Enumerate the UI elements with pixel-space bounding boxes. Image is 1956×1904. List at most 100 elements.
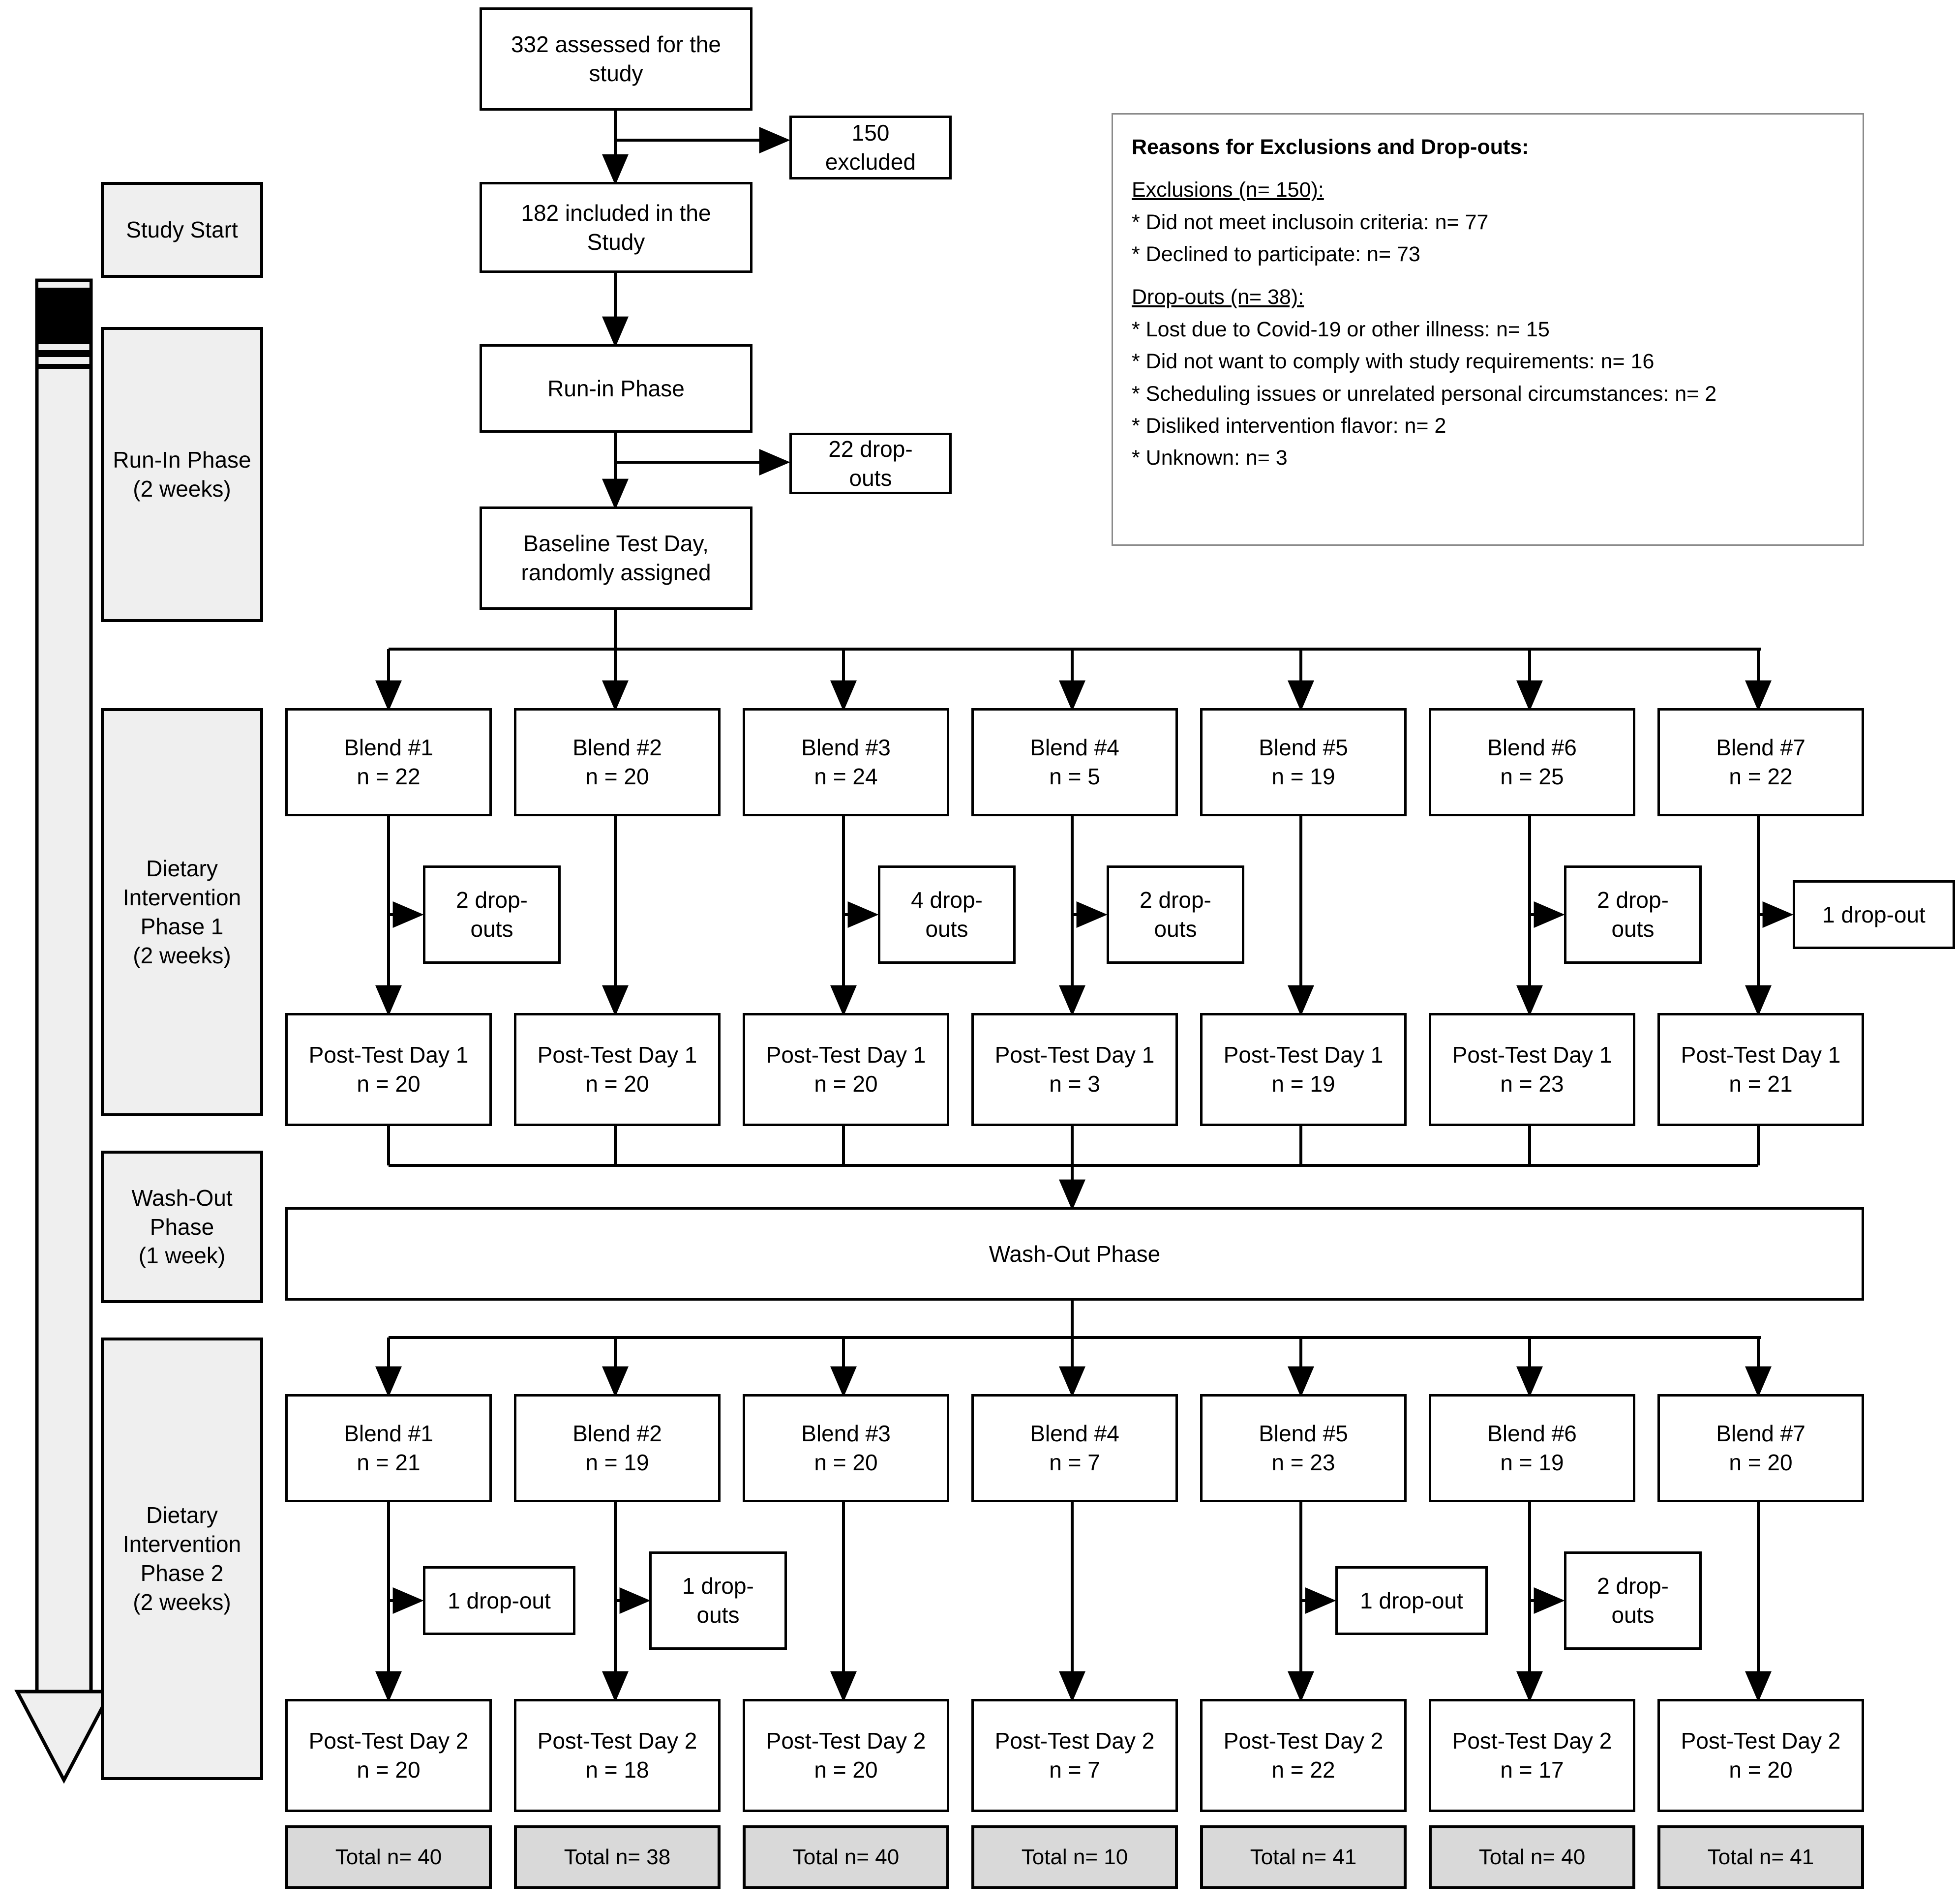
- phase-label-line2: (2 weeks): [133, 476, 231, 502]
- blend-box-p2-5: Blend #5 n = 23: [1200, 1394, 1407, 1502]
- posttest-box-p2-7: Post-Test Day 2 n = 20: [1657, 1699, 1864, 1812]
- node-excluded: 150 excluded: [789, 116, 952, 179]
- blend-n: n = 20: [814, 1450, 878, 1475]
- blend-box-p1-3: Blend #3 n = 24: [743, 708, 949, 816]
- blend-box-p2-4: Blend #4 n = 7: [971, 1394, 1178, 1502]
- phase-label-study-start: Study Start: [101, 182, 263, 278]
- phase-label-line1: Dietary: [146, 1502, 218, 1528]
- node-line1: Run-in Phase: [547, 375, 685, 401]
- posttest-n: n = 21: [1729, 1071, 1793, 1097]
- posttest-n: n = 20: [357, 1757, 421, 1783]
- posttest-name: Post-Test Day 2: [537, 1728, 697, 1754]
- blend-box-p1-1: Blend #1 n = 22: [285, 708, 492, 816]
- posttest-box-p1-1: Post-Test Day 1 n = 20: [285, 1013, 492, 1126]
- blend-name: Blend #5: [1259, 735, 1348, 761]
- dropout-box-p2-5: 1 drop-out: [1335, 1566, 1488, 1635]
- legend-exclusion-item: * Did not meet inclusoin criteria: n= 77: [1132, 210, 1489, 234]
- legend-exclusion-item: * Declined to participate: n= 73: [1132, 242, 1420, 267]
- blend-box-p1-2: Blend #2 n = 20: [514, 708, 721, 816]
- blend-name: Blend #1: [344, 735, 433, 761]
- posttest-n: n = 23: [1500, 1071, 1564, 1097]
- legend-dropout-item: * Scheduling issues or unrelated persona…: [1132, 382, 1717, 406]
- dropout-line1: 2 drop-: [1597, 1573, 1669, 1599]
- phase-label-line1: Wash-Out: [131, 1185, 233, 1211]
- blend-box-p2-1: Blend #1 n = 21: [285, 1394, 492, 1502]
- total-box-2: Total n= 38: [514, 1825, 721, 1889]
- phase-label-line2: Intervention: [122, 885, 241, 911]
- dropout-box-p1-7: 1 drop-out: [1793, 880, 1955, 949]
- blend-name: Blend #6: [1487, 735, 1577, 761]
- legend-exclusions-header: Exclusions (n= 150):: [1132, 178, 1324, 202]
- dropout-box-p2-2: 1 drop- outs: [649, 1551, 787, 1650]
- blend-n: n = 22: [357, 764, 421, 789]
- blend-name: Blend #4: [1030, 735, 1119, 761]
- posttest-n: n = 19: [1271, 1071, 1335, 1097]
- blend-name: Blend #6: [1487, 1421, 1577, 1447]
- dropout-line2: outs: [1611, 916, 1655, 942]
- blend-name: Blend #7: [1716, 1421, 1806, 1447]
- blend-name: Blend #2: [572, 735, 662, 761]
- dropout-line2: outs: [696, 1602, 740, 1628]
- dropout-box-p1-3: 4 drop- outs: [878, 865, 1016, 964]
- total-box-4: Total n= 10: [971, 1825, 1178, 1889]
- total-label: Total n= 38: [564, 1844, 671, 1869]
- node-line2: study: [589, 60, 643, 86]
- posttest-name: Post-Test Day 2: [766, 1728, 926, 1754]
- phase-label-line2: Intervention: [122, 1531, 241, 1557]
- phase-label-dietary-intervention-1: Dietary Intervention Phase 1 (2 weeks): [101, 708, 263, 1116]
- blend-box-p2-6: Blend #6 n = 19: [1429, 1394, 1635, 1502]
- blend-box-p1-7: Blend #7 n = 22: [1657, 708, 1864, 816]
- legend-spacer: [1132, 270, 1844, 281]
- node-line2: excluded: [825, 149, 916, 175]
- blend-n: n = 20: [1729, 1450, 1793, 1475]
- posttest-name: Post-Test Day 1: [766, 1042, 926, 1068]
- blend-n: n = 24: [814, 764, 878, 789]
- posttest-box-p2-2: Post-Test Day 2 n = 18: [514, 1699, 721, 1812]
- posttest-name: Post-Test Day 2: [308, 1728, 469, 1754]
- posttest-box-p2-5: Post-Test Day 2 n = 22: [1200, 1699, 1407, 1812]
- phase-label-dietary-intervention-2: Dietary Intervention Phase 2 (2 weeks): [101, 1338, 263, 1780]
- posttest-box-p2-1: Post-Test Day 2 n = 20: [285, 1699, 492, 1812]
- node-line1: 182 included in the: [521, 200, 711, 226]
- posttest-name: Post-Test Day 1: [1681, 1042, 1841, 1068]
- legend-title: Reasons for Exclusions and Drop-outs:: [1132, 135, 1529, 159]
- posttest-box-p1-4: Post-Test Day 1 n = 3: [971, 1013, 1178, 1126]
- phase-label-line4: (2 weeks): [133, 1589, 231, 1615]
- node-run-in-phase: Run-in Phase: [480, 344, 752, 433]
- dropout-line2: outs: [470, 916, 513, 942]
- phase-label-line3: Phase 2: [140, 1560, 224, 1586]
- blend-n: n = 20: [585, 764, 649, 789]
- posttest-n: n = 20: [585, 1071, 649, 1097]
- posttest-box-p1-7: Post-Test Day 1 n = 21: [1657, 1013, 1864, 1126]
- phase-label-line1: Run-In Phase: [113, 447, 251, 473]
- blend-box-p2-3: Blend #3 n = 20: [743, 1394, 949, 1502]
- posttest-name: Post-Test Day 2: [994, 1728, 1155, 1754]
- legend-dropout-item: * Disliked intervention flavor: n= 2: [1132, 414, 1446, 438]
- legend-dropout-item: * Unknown: n= 3: [1132, 446, 1288, 470]
- dropout-box-p1-1: 2 drop- outs: [423, 865, 561, 964]
- dropout-line1: 4 drop-: [911, 887, 983, 913]
- node-line1: 22 drop-: [828, 436, 913, 462]
- node-line2: randomly assigned: [521, 560, 711, 585]
- blend-name: Blend #7: [1716, 735, 1806, 761]
- node-baseline-test-day: Baseline Test Day, randomly assigned: [480, 506, 752, 610]
- posttest-name: Post-Test Day 1: [537, 1042, 697, 1068]
- dropout-line2: outs: [925, 916, 968, 942]
- posttest-box-p1-5: Post-Test Day 1 n = 19: [1200, 1013, 1407, 1126]
- legend-dropout-item: * Did not want to comply with study requ…: [1132, 350, 1655, 374]
- node-line1: Baseline Test Day,: [523, 531, 709, 557]
- total-label: Total n= 41: [1707, 1844, 1814, 1869]
- posttest-box-p2-3: Post-Test Day 2 n = 20: [743, 1699, 949, 1812]
- legend-spacer: [1132, 163, 1844, 174]
- blend-n: n = 21: [357, 1450, 421, 1475]
- node-included: 182 included in the Study: [480, 182, 752, 273]
- dropout-box-p1-6: 2 drop- outs: [1564, 865, 1702, 964]
- blend-n: n = 5: [1049, 764, 1100, 789]
- total-label: Total n= 40: [792, 1844, 900, 1869]
- posttest-n: n = 22: [1271, 1757, 1335, 1783]
- posttest-n: n = 17: [1500, 1757, 1564, 1783]
- posttest-name: Post-Test Day 1: [308, 1042, 469, 1068]
- blend-name: Blend #1: [344, 1421, 433, 1447]
- total-label: Total n= 41: [1250, 1844, 1357, 1869]
